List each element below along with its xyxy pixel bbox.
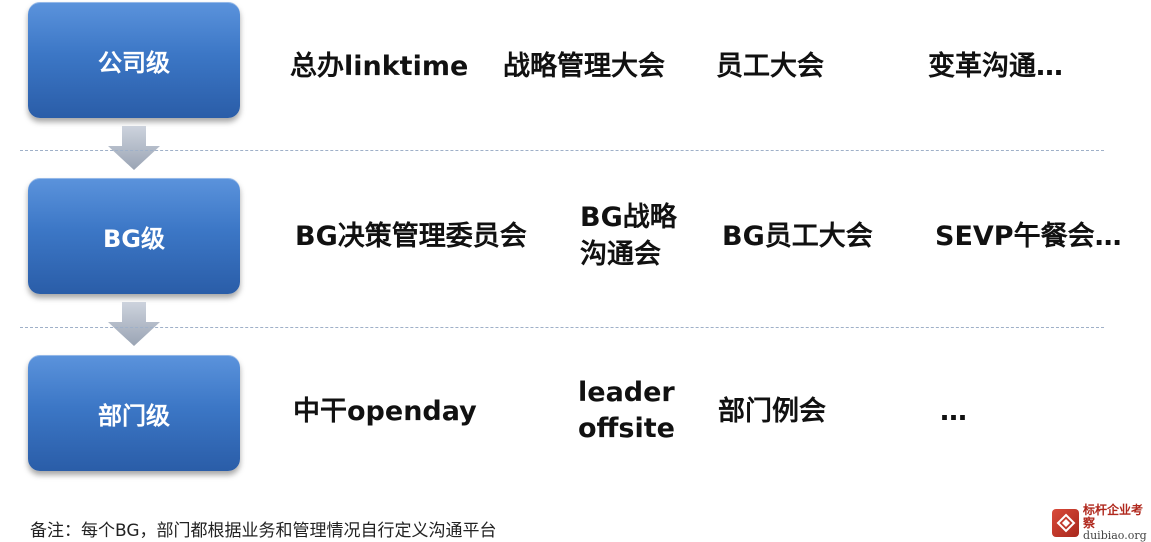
- level-box-bg: BG级: [28, 178, 240, 294]
- separator-line: [20, 327, 1104, 328]
- level-box-company: 公司级: [28, 2, 240, 118]
- bg-item-decision-committee: BG决策管理委员会: [295, 221, 527, 252]
- dept-item-more: …: [940, 396, 967, 427]
- level-box-department: 部门级: [28, 355, 240, 471]
- company-item-linktime: 总办linktime: [290, 51, 469, 82]
- dept-item-openday: 中干openday: [293, 396, 477, 427]
- bg-item-strategy-line2: 沟通会: [580, 239, 661, 270]
- level-label-department: 部门级: [98, 401, 170, 430]
- dept-item-leader-line2: offsite: [578, 413, 675, 444]
- footnote: 备注：每个BG，部门都根据业务和管理情况自行定义沟通平台: [30, 521, 497, 541]
- company-item-staff-meeting: 员工大会: [716, 51, 824, 82]
- dept-item-regular-meeting: 部门例会: [718, 396, 826, 427]
- bg-item-sevp-lunch: SEVP午餐会…: [935, 221, 1122, 252]
- logo-text-cn: 标杆企业考察: [1083, 502, 1144, 530]
- company-item-change-communication: 变革沟通…: [928, 51, 1063, 82]
- bg-item-strategy-line1: BG战略: [580, 202, 677, 233]
- separator-line: [20, 150, 1104, 151]
- logo-mark-icon: [1052, 509, 1080, 537]
- level-label-bg: BG级: [103, 224, 165, 253]
- dept-item-leader-line1: leader: [578, 377, 675, 408]
- logo-text-en: duibiao.org: [1083, 529, 1147, 542]
- down-arrow-icon: [108, 302, 160, 346]
- level-label-company: 公司级: [98, 48, 170, 77]
- brand-logo: 标杆企业考察 duibiao.org: [1052, 503, 1148, 542]
- down-arrow-icon: [108, 126, 160, 170]
- bg-item-staff-meeting: BG员工大会: [722, 221, 873, 252]
- company-item-strategy-conference: 战略管理大会: [503, 51, 665, 82]
